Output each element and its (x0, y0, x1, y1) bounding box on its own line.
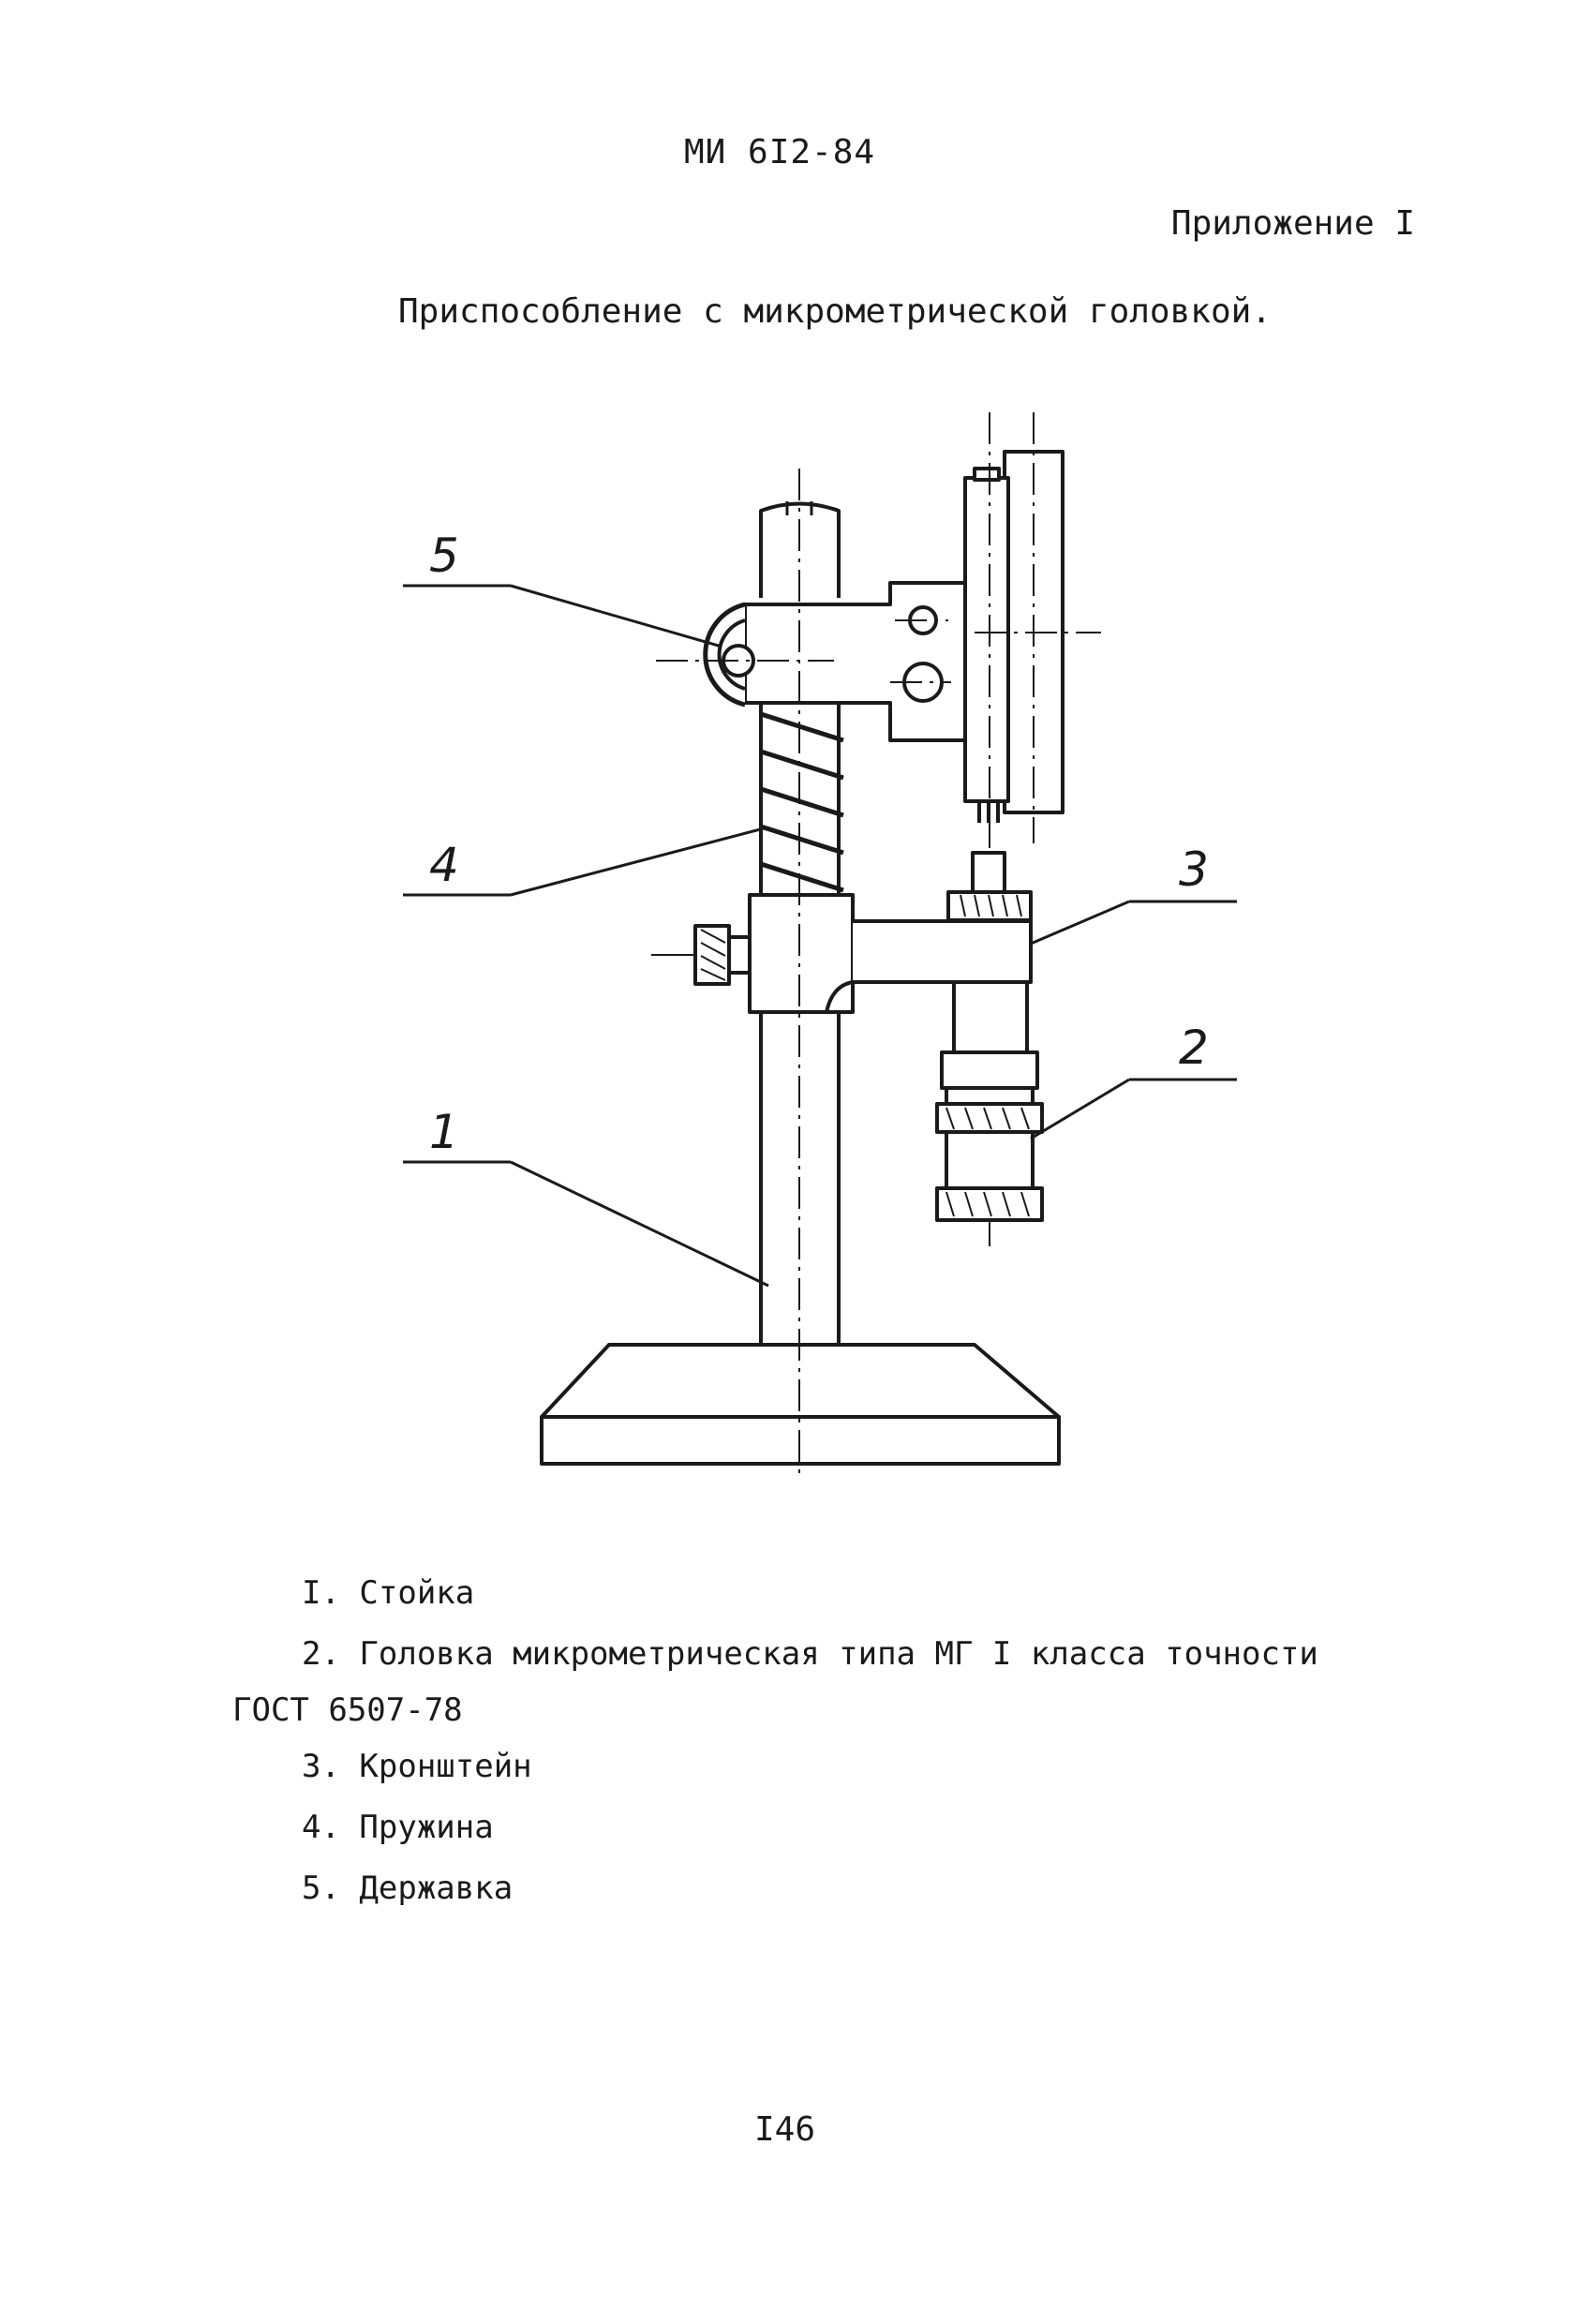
figure-title: Приспособление с микрометрической головк… (398, 292, 1272, 331)
legend-item-2-standard: ГОСТ 6507-78 (232, 1691, 463, 1729)
upper-holder (703, 581, 972, 742)
dial-indicator (963, 450, 1064, 823)
micrometer-anvil (946, 851, 1033, 922)
legend-item-1: I. Стойка (302, 1574, 475, 1612)
spring (760, 711, 844, 893)
legend-item-3: 3. Кронштейн (302, 1748, 532, 1785)
callout-2: 2 (1179, 1020, 1209, 1075)
callout-1: 1 (429, 1105, 459, 1159)
document-code: МИ 6I2-84 (684, 133, 876, 171)
callout-3: 3 (1179, 842, 1209, 897)
micrometer-head (935, 980, 1044, 1246)
center-lines (656, 412, 1101, 1481)
technical-drawing: 5 4 3 2 1 (403, 412, 1237, 1481)
page-number: I46 (754, 2110, 816, 2149)
callout-5: 5 (429, 529, 459, 583)
column (759, 501, 841, 1345)
arm-bracket (748, 893, 1033, 1014)
callout-4: 4 (429, 838, 459, 892)
legend-item-5: 5. Державка (302, 1870, 514, 1907)
legend-item-4: 4. Пружина (302, 1809, 494, 1846)
appendix-label: Приложение I (1170, 204, 1415, 243)
clamp-screw (651, 924, 752, 986)
leader-lines (403, 584, 1237, 1288)
legend-item-2: 2. Головка микрометрическая типа МГ I кл… (302, 1635, 1318, 1673)
